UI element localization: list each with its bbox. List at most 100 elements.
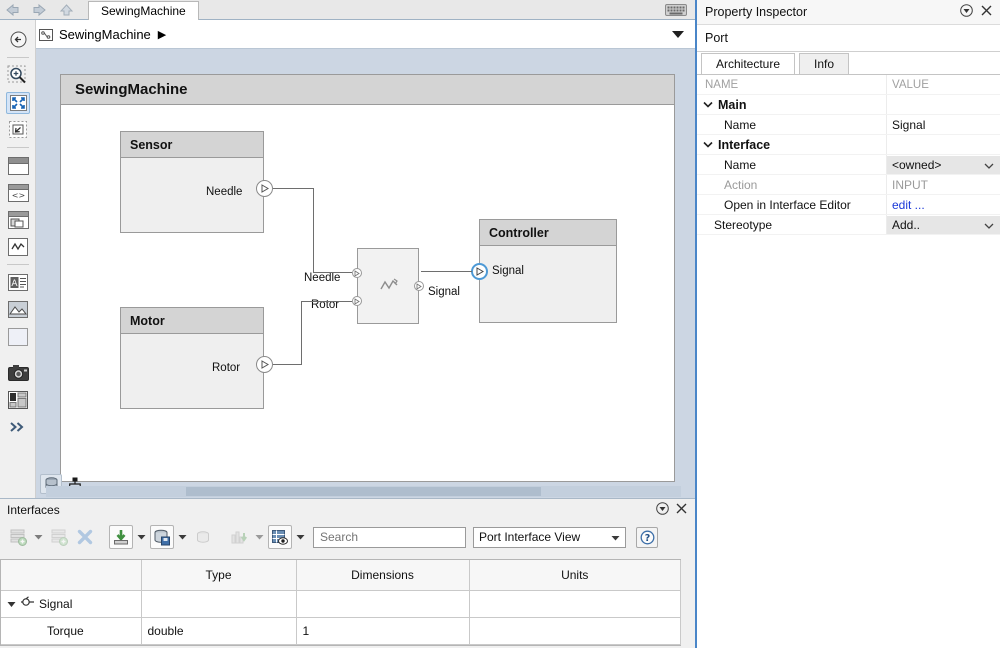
panel-options-icon[interactable] [960,4,973,20]
panel-close-icon[interactable] [676,503,687,517]
up-arrow-icon[interactable] [58,2,75,18]
column-header-type[interactable]: Type [141,560,297,591]
assign-caret-icon[interactable] [253,525,266,549]
breadcrumb[interactable]: SewingMachine ▶ [38,20,166,49]
diagram-canvas[interactable]: SewingMachine Sensor Needle Motor Rotor [36,49,695,498]
highlight-view-icon[interactable] [268,525,292,549]
svg-text:A: A [11,279,18,289]
scrollbar-thumb[interactable] [185,487,542,496]
wire-adapter-to-controller [421,271,472,272]
camera-icon[interactable] [0,359,36,386]
forward-arrow-icon[interactable] [31,2,48,18]
port-motor-rotor[interactable] [256,356,273,373]
property-inspector-panel: Property Inspector Port Architecture Inf… [695,0,1000,648]
property-inspector-tabs: Architecture Info [697,52,1000,74]
edit-link[interactable]: edit ... [892,197,925,212]
canvas-horizontal-scrollbar[interactable] [46,486,681,497]
adapter-block[interactable] [357,248,419,324]
save-dictionary-icon[interactable] [150,525,174,549]
add-element-icon[interactable] [47,525,71,549]
import-icon[interactable] [109,525,133,549]
adapter-in-port-rotor[interactable] [352,296,362,306]
add-interface-icon[interactable] [6,525,30,549]
component-sensor[interactable]: Sensor [120,131,264,233]
adapter-icon[interactable] [0,233,36,260]
chevron-down-icon[interactable] [703,140,713,150]
panel-close-icon[interactable] [981,5,992,19]
row-type[interactable] [141,590,297,618]
stereotype-dropdown[interactable]: Add.. [887,215,1000,234]
delete-icon[interactable] [73,525,97,549]
column-header-dimensions[interactable]: Dimensions [296,560,470,591]
import-caret-icon[interactable] [135,525,148,549]
row-dimensions[interactable] [296,590,470,618]
interface-view-select[interactable]: Port Interface View [473,526,626,548]
zoom-in-icon[interactable] [0,62,36,89]
row-dimensions[interactable]: 1 [296,617,470,645]
port-sensor-needle[interactable] [256,180,273,197]
port-controller-signal[interactable] [471,263,488,280]
row-units[interactable] [469,590,681,618]
interface-name-value: <owned> [892,157,942,172]
adapter-in-port-needle[interactable] [352,268,362,278]
document-tab-sewingmachine[interactable]: SewingMachine [88,1,199,20]
table-row[interactable]: Torque double 1 [1,617,681,645]
row-name-torque[interactable]: Torque [1,617,142,645]
property-group-interface[interactable]: Interface [697,135,1000,155]
property-row-interface-name[interactable]: Name <owned> [697,155,1000,175]
report-icon[interactable] [0,386,36,413]
property-row-open-interface-editor[interactable]: Open in Interface Editor edit ... [697,195,1000,215]
highlight-view-caret-icon[interactable] [294,525,307,549]
more-chevrons-icon[interactable] [0,413,36,440]
table-row[interactable]: Signal [1,590,681,618]
reference-component-icon[interactable]: <> [0,179,36,206]
add-interface-caret-icon[interactable] [32,525,45,549]
component-icon[interactable] [0,152,36,179]
help-icon[interactable]: ? [636,526,658,548]
annotation-text-icon[interactable]: A [0,269,36,296]
search-input-wrapper[interactable] [313,526,491,548]
model-container-sewingmachine[interactable]: SewingMachine Sensor Needle Motor Rotor [60,74,675,482]
document-tab-label: SewingMachine [101,4,186,18]
column-header-name[interactable] [1,560,142,591]
fit-to-view-icon[interactable] [0,89,36,116]
model-title: SewingMachine [61,75,674,105]
interface-view-label: Port Interface View [479,530,581,544]
link-dictionary-icon[interactable] [191,525,215,549]
tab-info[interactable]: Info [799,53,850,74]
search-input[interactable] [318,529,477,545]
property-row-main-name[interactable]: Name Signal [697,115,1000,135]
tab-architecture[interactable]: Architecture [701,53,796,74]
property-label: Open in Interface Editor [697,195,887,214]
property-label: Name [697,155,887,174]
variant-component-icon[interactable] [0,206,36,233]
back-arrow-icon[interactable] [4,2,21,18]
image-annotation-icon[interactable] [0,296,36,323]
property-row-stereotype[interactable]: Stereotype Add.. [697,215,1000,235]
zoom-region-icon[interactable] [0,116,36,143]
component-controller[interactable]: Controller [479,219,617,323]
back-navigate-icon[interactable] [0,26,36,53]
interface-name-dropdown[interactable]: <owned> [887,155,1000,174]
expand-collapse-icon[interactable] [7,597,16,611]
wire-sensor-to-adapter-h2 [313,272,352,273]
chevron-down-icon[interactable] [671,28,685,42]
keyboard-icon[interactable] [665,3,687,17]
save-dictionary-caret-icon[interactable] [176,525,189,549]
row-name-signal[interactable]: Signal [1,590,142,618]
row-type[interactable]: double [141,617,297,645]
interfaces-table-wrapper[interactable]: Type Dimensions Units [0,559,681,646]
chevron-down-icon[interactable] [703,100,713,110]
property-value[interactable]: Signal [892,117,926,132]
stereotype-value: Add.. [892,217,921,232]
component-motor[interactable]: Motor [120,307,264,409]
adapter-out-port-signal[interactable] [414,281,424,291]
breadcrumb-label: SewingMachine [59,27,151,42]
area-icon[interactable] [0,323,36,350]
property-group-main[interactable]: Main [697,95,1000,115]
row-units[interactable] [469,617,681,645]
assign-icon[interactable] [227,525,251,549]
panel-options-icon[interactable] [656,502,669,518]
column-header-units[interactable]: Units [469,560,681,591]
